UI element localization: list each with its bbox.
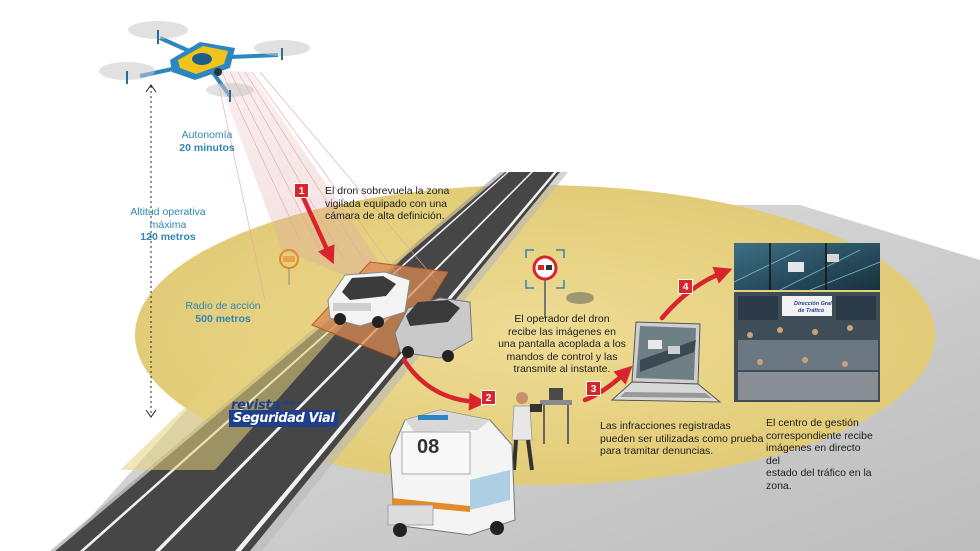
step-3-text: Las infracciones registradas pueden ser … [600, 420, 764, 457]
step-1-text: El dron sobrevuela la zona vigilada equi… [325, 185, 450, 222]
van-number: 08 [417, 436, 439, 458]
silver-car [394, 297, 473, 362]
control-center-sign-line1: Dirección Gral [794, 301, 832, 307]
step-3-badge: 3 [586, 381, 601, 396]
arrow-1 [300, 194, 335, 265]
radius-value: 500 metros [195, 312, 251, 325]
viewfinder-icon [525, 249, 565, 289]
radius-title: Radio de acción [185, 300, 261, 312]
autonomy-label: Autonomía 20 minutos [172, 129, 242, 154]
logo-line-2: tráfico y [277, 401, 301, 407]
altitude-title-1: Altitud operativa [130, 206, 206, 218]
camera-beam [215, 70, 405, 300]
step-2-badge: 2 [481, 390, 496, 405]
step-4-text: El centro de gestión correspondiente rec… [766, 417, 873, 492]
step-1-badge: 1 [294, 183, 309, 198]
autonomy-title: Autonomía [181, 129, 233, 141]
drone [99, 21, 310, 102]
arrow-3 [582, 365, 633, 403]
magazine-logo: revista tráfico y Seguridad Vial [229, 398, 341, 434]
logo-line-1: revista [231, 398, 280, 413]
laptop [610, 321, 722, 403]
control-center-sign-line2: de Tráfico [798, 308, 825, 314]
beam-lines [215, 71, 441, 301]
step-2-text: El operador del dron recibe las imágenes… [498, 313, 626, 375]
drone-operator [511, 388, 572, 471]
traffic-van [387, 409, 516, 537]
altitude-value: 120 metros [140, 231, 196, 243]
altitude-label: Altitud operativa máxima 120 metros [128, 206, 208, 244]
arrow-2 [401, 357, 487, 411]
autonomy-value: 20 minutos [179, 141, 235, 154]
radius-label: Radio de acción 500 metros [178, 300, 268, 325]
step-4-badge: 4 [678, 279, 693, 294]
camera-target-icon [279, 249, 299, 285]
altitude-title-2: máxima [149, 218, 187, 231]
control-center [733, 243, 881, 402]
traffic-sign [532, 255, 594, 318]
white-suv [327, 271, 411, 328]
logo-line-3: Seguridad Vial [229, 410, 339, 427]
altitude-line [145, 84, 157, 418]
